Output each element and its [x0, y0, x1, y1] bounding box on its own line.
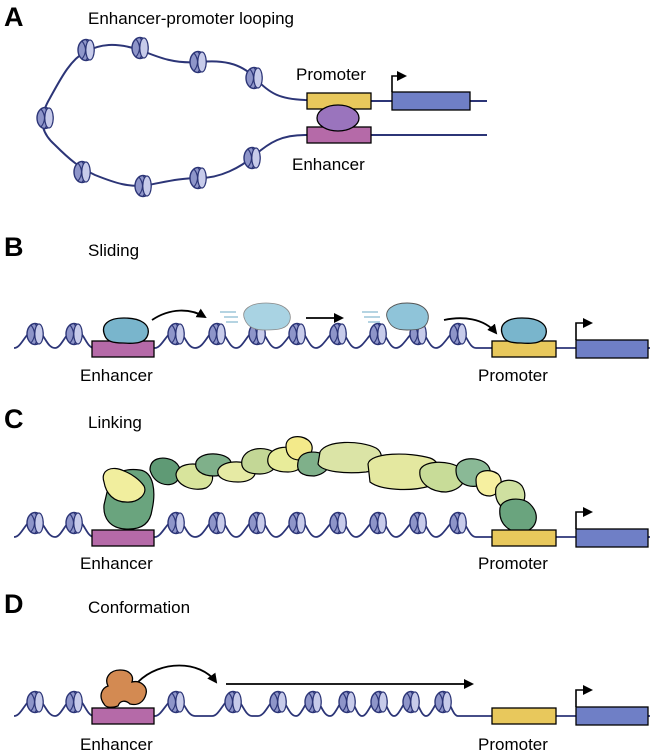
conformation-arrow — [137, 664, 218, 684]
panel-a-promoter-label: Promoter — [296, 65, 366, 84]
panel-c-enhancer-label: Enhancer — [80, 554, 153, 573]
panel-c-letter: C — [4, 404, 24, 434]
nucleosome-icon — [208, 511, 226, 535]
slide-arrow — [151, 308, 207, 321]
nucleosome-icon — [288, 511, 306, 535]
linking-protein-bridge — [102, 436, 537, 533]
panel-d-promoter-label: Promoter — [478, 735, 548, 754]
enhancer-box — [91, 707, 155, 725]
panel-d-title: Conformation — [88, 598, 190, 617]
gene-box — [575, 706, 649, 726]
sliding-protein-ghost — [386, 302, 429, 331]
nucleosome-icon — [369, 322, 387, 346]
dna-loop — [41, 44, 487, 187]
nucleosome-icon — [167, 690, 185, 714]
sliding-protein — [500, 317, 547, 344]
panel-b-title: Sliding — [88, 241, 139, 260]
panel-b-letter: B — [4, 232, 24, 262]
panel-d-letter: D — [4, 589, 24, 619]
nucleosome-icon — [288, 322, 306, 346]
nucleosome-icon — [243, 146, 261, 170]
nucleosome-icon — [434, 690, 452, 714]
panel-c: C Linking — [4, 404, 650, 573]
nucleosome-icon — [224, 690, 242, 714]
bent-arrow-icon — [575, 507, 593, 529]
gene-box — [575, 528, 649, 548]
nucleosome-icon — [304, 690, 322, 714]
enhancer-box — [91, 529, 155, 547]
nucleosome-icon — [65, 511, 83, 535]
gene-box — [575, 339, 649, 359]
bent-arrow-icon — [575, 685, 593, 707]
conformation-protein — [100, 669, 147, 708]
panel-a-title: Enhancer-promoter looping — [88, 9, 294, 28]
nucleosome-icon — [189, 50, 207, 74]
panel-a-enhancer-label: Enhancer — [292, 155, 365, 174]
sliding-protein-ghost — [243, 302, 291, 331]
nucleosome-icon — [269, 690, 287, 714]
nucleosome-icon — [131, 36, 149, 60]
panel-b-promoter-label: Promoter — [478, 366, 548, 385]
panel-c-promoter-label: Promoter — [478, 554, 548, 573]
nucleosome-icon — [338, 690, 356, 714]
nucleosome-icon — [26, 690, 44, 714]
nucleosome-icon — [208, 322, 226, 346]
nucleosome-icon — [402, 690, 420, 714]
sliding-protein — [102, 317, 149, 344]
nucleosome-icon — [245, 66, 263, 90]
nucleosome-icon — [449, 322, 467, 346]
nucleosome-icon — [449, 511, 467, 535]
nucleosome-icon — [248, 511, 266, 535]
panel-b: B Sliding Enhancer Prom — [4, 232, 650, 385]
nucleosome-icon — [370, 690, 388, 714]
panel-b-enhancer-label: Enhancer — [80, 366, 153, 385]
panel-d-enhancer-label: Enhancer — [80, 735, 153, 754]
panel-a-letter: A — [4, 2, 24, 32]
nucleosome-icon — [409, 511, 427, 535]
nucleosome-icon — [329, 511, 347, 535]
nucleosome-icon — [167, 322, 185, 346]
promoter-box — [491, 529, 557, 547]
panel-c-title: Linking — [88, 413, 142, 432]
slide-arrow — [443, 317, 498, 335]
nucleosome-icon — [26, 322, 44, 346]
nucleosome-icon — [65, 690, 83, 714]
nucleosome-icon — [65, 322, 83, 346]
bent-arrow-icon — [575, 318, 593, 340]
nucleosome-icon — [73, 160, 91, 184]
panel-d: D Conformation Enhancer Promoter — [4, 589, 650, 754]
bent-arrow-icon — [391, 71, 407, 92]
nucleosome-icon — [134, 174, 152, 198]
nucleosome-icon — [77, 38, 95, 62]
nucleosome-icon — [369, 511, 387, 535]
gene-box — [391, 91, 471, 111]
nucleosome-icon — [26, 511, 44, 535]
panel-a: A Enhancer-promoter looping Promoter Enh… — [4, 2, 487, 198]
nucleosome-icon — [167, 511, 185, 535]
promoter-box — [491, 707, 557, 725]
looping-protein — [316, 104, 360, 132]
nucleosome-icon — [329, 322, 347, 346]
nucleosome-icon — [36, 106, 54, 130]
nucleosome-icon — [189, 166, 207, 190]
